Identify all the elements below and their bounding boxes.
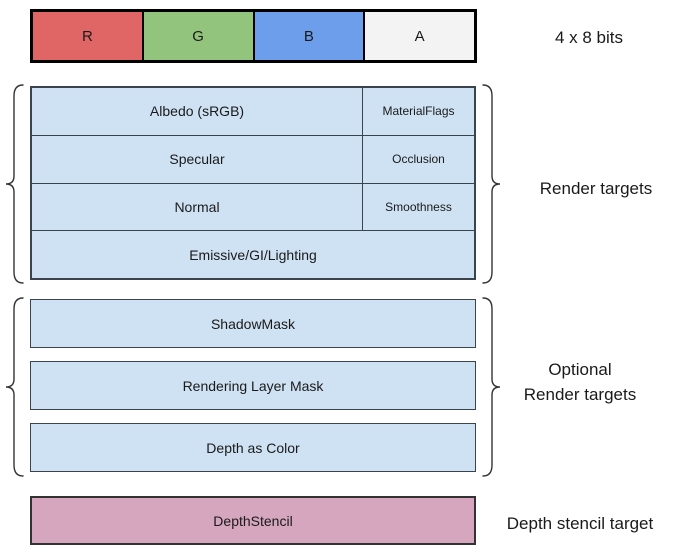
- table-row-albedo: Albedo (sRGB) MaterialFlags: [32, 88, 474, 136]
- channel-r-cell: R: [33, 12, 144, 60]
- channel-g-cell: G: [143, 12, 255, 60]
- smoothness-cell: Smoothness: [385, 199, 452, 214]
- rendering-layer-mask-box: Rendering Layer Mask: [30, 361, 476, 410]
- rendering-layer-mask-label: Rendering Layer Mask: [182, 377, 324, 394]
- occlusion-cell: Occlusion: [392, 152, 445, 167]
- right-brace-icon: [482, 297, 501, 477]
- channel-b-label: B: [303, 27, 314, 45]
- channel-b-cell: B: [254, 12, 366, 60]
- table-row-emissive: Emissive/GI/Lighting: [32, 231, 474, 278]
- left-brace-icon: [5, 84, 24, 284]
- channel-g-label: G: [192, 27, 204, 45]
- depthstencil-box: DepthStencil: [30, 496, 476, 545]
- normal-cell: Normal: [32, 183, 363, 231]
- render-targets-caption: Render targets: [539, 179, 653, 198]
- render-targets-table: Albedo (sRGB) MaterialFlags Specular Occ…: [30, 86, 476, 280]
- shadowmask-box: ShadowMask: [30, 299, 476, 348]
- emissive-cell: Emissive/GI/Lighting: [189, 246, 317, 263]
- left-brace-icon: [5, 297, 24, 477]
- depth-as-color-box: Depth as Color: [30, 423, 476, 472]
- depthstencil-label: DepthStencil: [213, 512, 293, 529]
- optional-render-targets-caption: Optional Render targets: [480, 357, 680, 407]
- channel-r-label: R: [81, 27, 93, 45]
- optional-caption-line2: Render targets: [523, 385, 637, 404]
- materialflags-cell: MaterialFlags: [382, 104, 455, 119]
- table-row-normal: Normal Smoothness: [32, 183, 474, 232]
- depth-as-color-label: Depth as Color: [206, 439, 300, 456]
- rgba-format-bar: R G B A: [30, 9, 477, 63]
- albedo-cell: Albedo (sRGB): [32, 88, 363, 135]
- optional-caption-line1: Optional: [548, 360, 612, 379]
- right-brace-icon: [482, 84, 501, 284]
- depth-stencil-caption: Depth stencil target: [506, 514, 654, 533]
- shadowmask-label: ShadowMask: [210, 315, 296, 332]
- channel-a-label: A: [414, 27, 425, 45]
- table-row-specular: Specular Occlusion: [32, 135, 474, 184]
- channel-a-cell: A: [365, 12, 474, 60]
- format-bits-caption: 4 x 8 bits: [554, 28, 624, 47]
- specular-cell: Specular: [32, 135, 363, 183]
